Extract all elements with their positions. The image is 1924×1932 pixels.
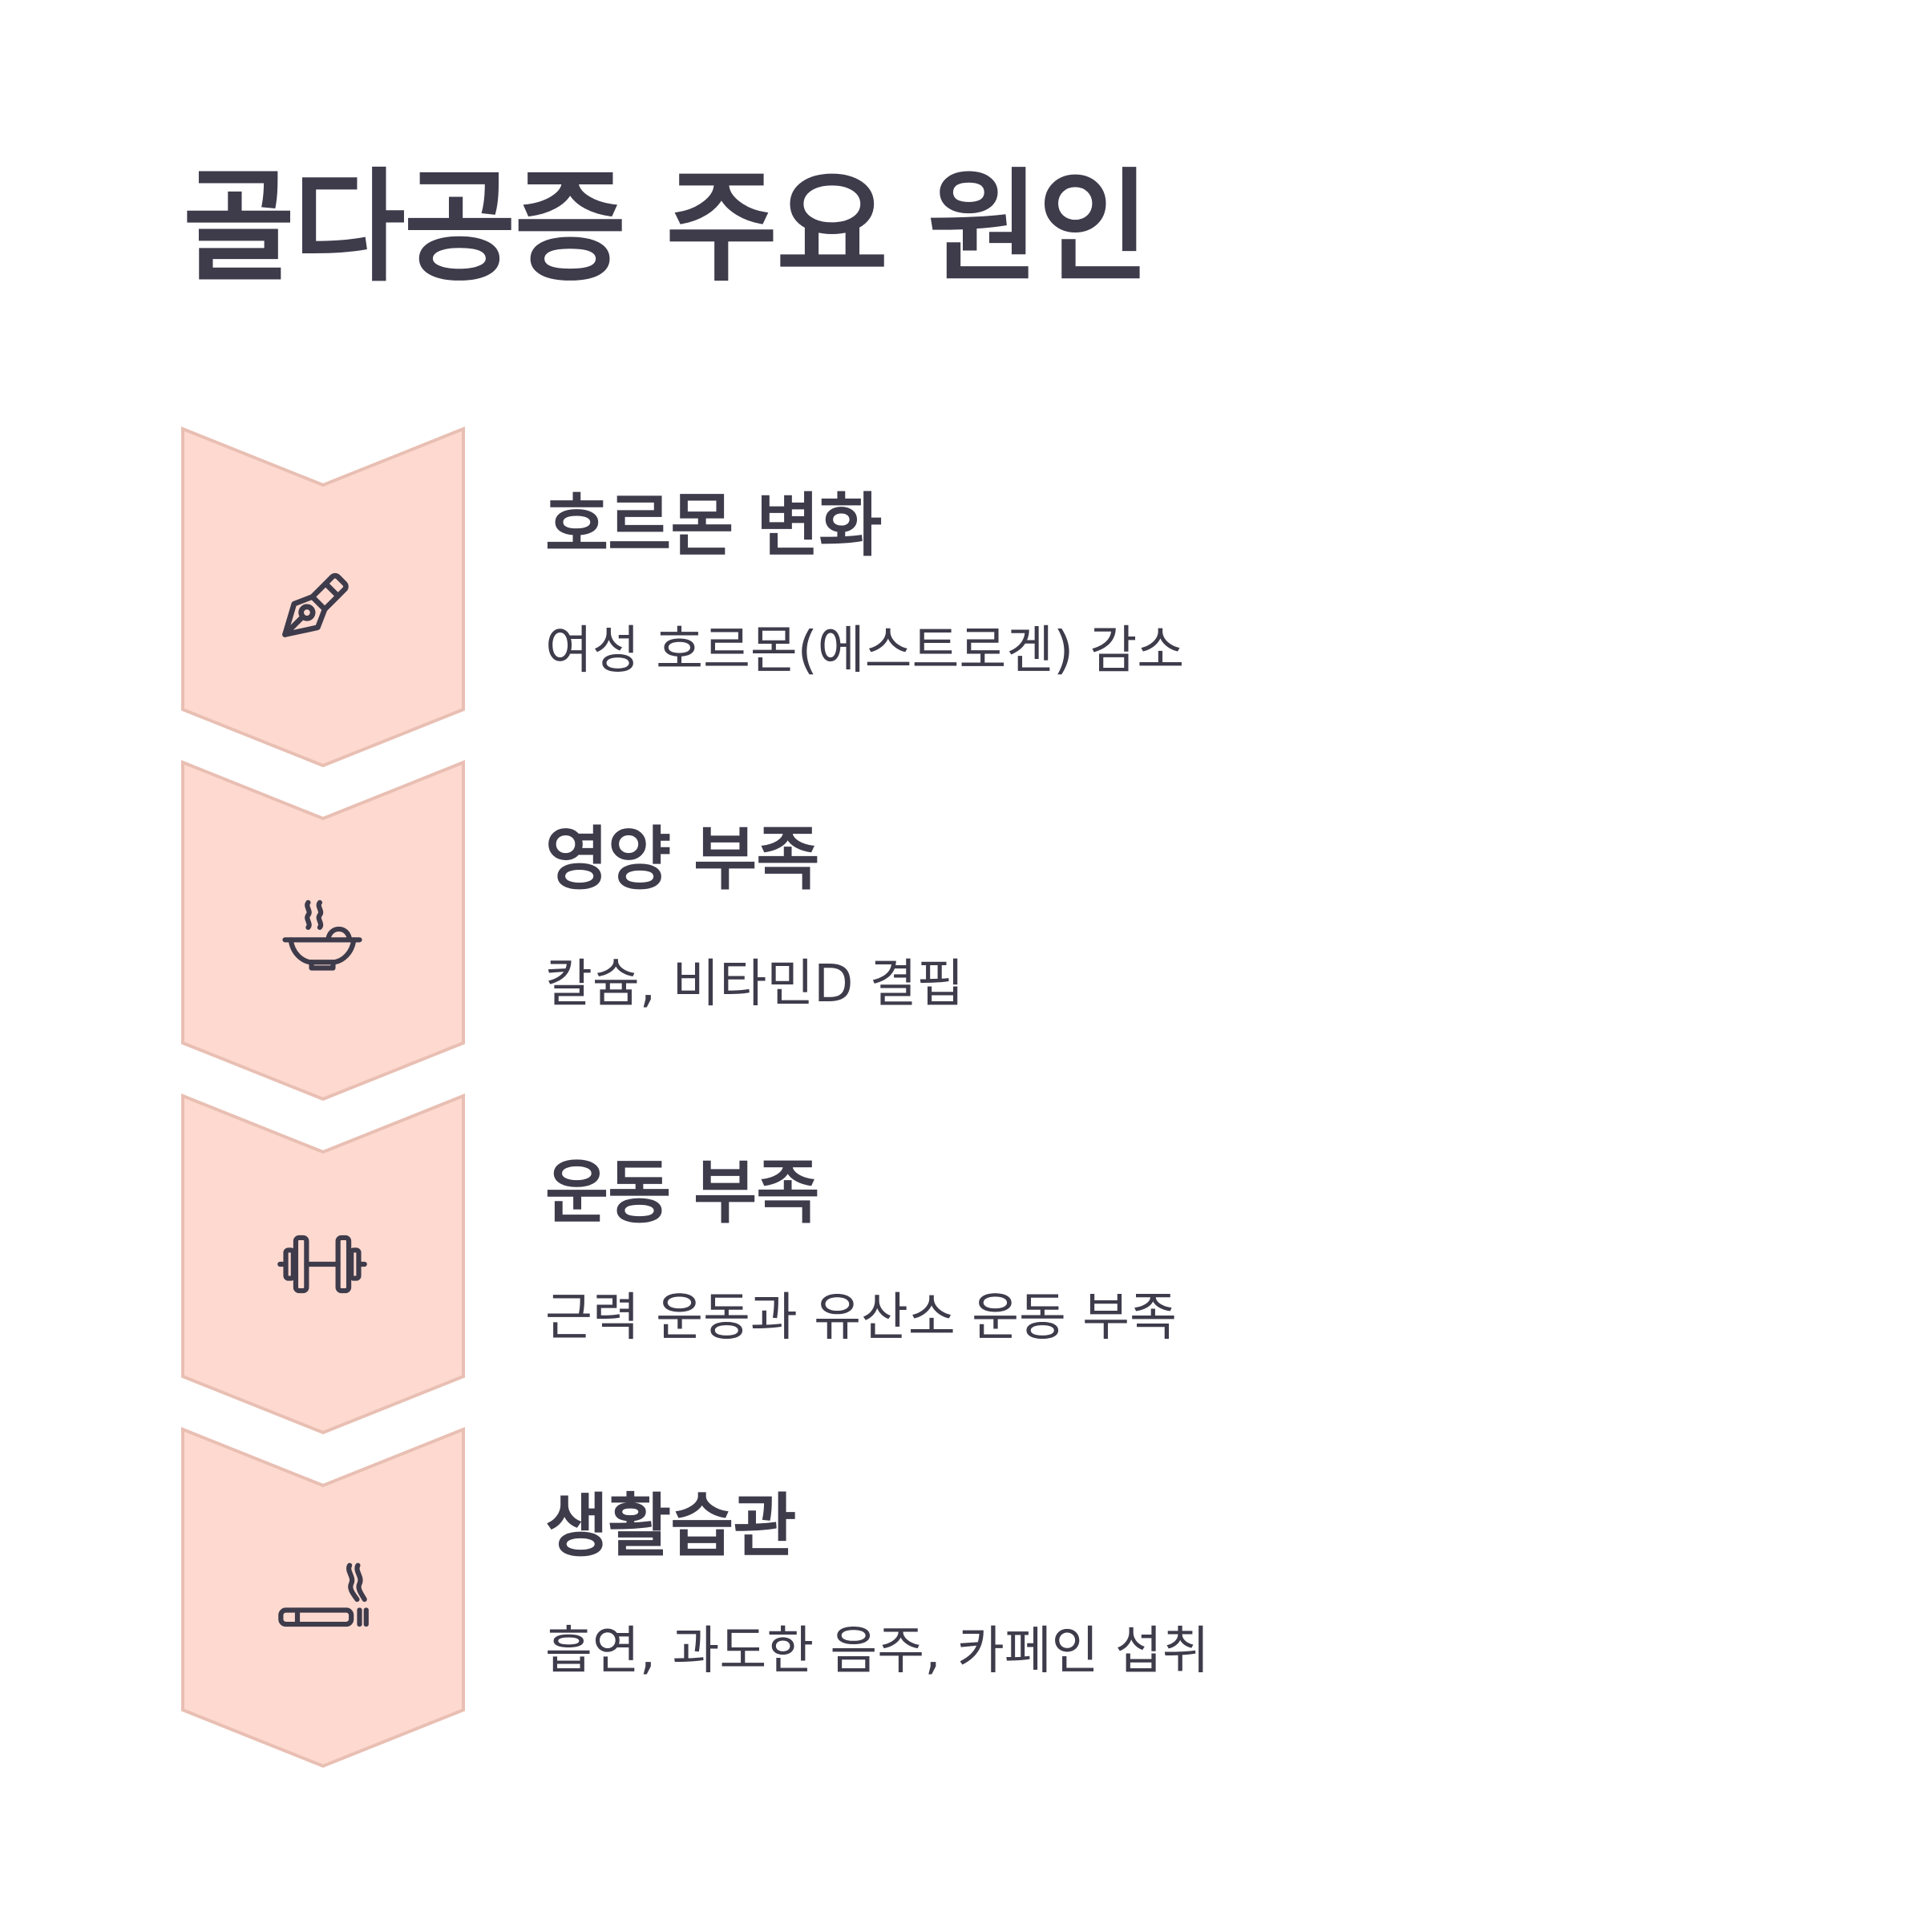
step-nutrition: 영양 부족 칼슘, 비타민D 결핍 — [0, 760, 1924, 1101]
chevron-shape — [181, 760, 465, 1101]
step-description: 칼슘, 비타민D 결핍 — [545, 955, 964, 1014]
smoking-cigarette-icon — [278, 1562, 369, 1627]
dumbbell-icon — [277, 1235, 367, 1294]
page-title: 골다공증 주요 원인 — [183, 156, 1150, 298]
step-hormone: 호르몬 변화 여성 호르몬(에스트로겐) 감소 — [0, 426, 1924, 768]
steaming-bowl-icon — [282, 899, 362, 971]
step-title: 운동 부족 — [545, 1153, 819, 1233]
fountain-pen-nib-icon — [282, 572, 349, 637]
step-description: 근력 운동과 유산소 운동 부족 — [545, 1288, 1177, 1348]
step-title: 생활습관 — [545, 1486, 796, 1566]
step-exercise: 운동 부족 근력 운동과 유산소 운동 부족 — [0, 1093, 1924, 1435]
chevron-shape — [181, 426, 465, 768]
step-title: 영양 부족 — [545, 819, 819, 899]
step-description: 여성 호르몬(에스트로겐) 감소 — [545, 621, 1185, 681]
step-lifestyle: 생활습관 흡연, 과도한 음주, 카페인 섭취 — [0, 1427, 1924, 1768]
chevron-shape — [181, 1427, 465, 1768]
step-description: 흡연, 과도한 음주, 카페인 섭취 — [545, 1622, 1210, 1681]
step-title: 호르몬 변화 — [545, 486, 883, 566]
